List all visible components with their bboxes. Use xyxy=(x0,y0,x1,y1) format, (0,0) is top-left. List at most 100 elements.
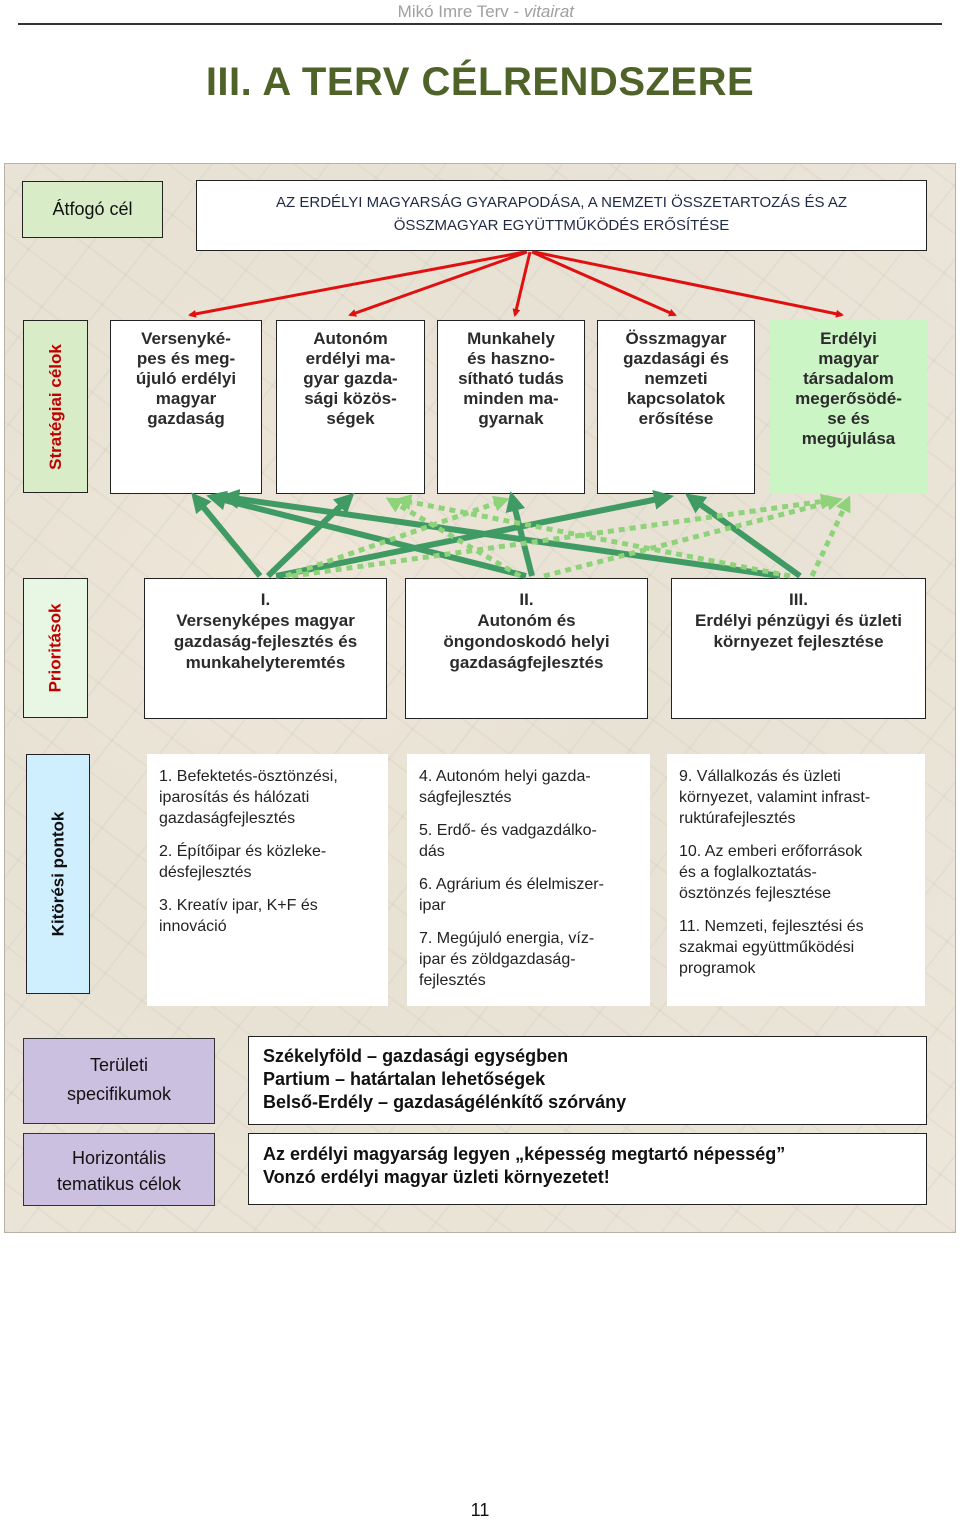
priority-line: öngondoskodó helyi xyxy=(443,632,610,651)
strategic-goal-line: megerősödé- xyxy=(795,389,902,408)
green-arrow-1 xyxy=(191,492,263,578)
strategic-goal-line: sítható tudás xyxy=(458,369,564,388)
breakout-item-line: ruktúrafejlesztés xyxy=(679,810,796,827)
breakout-item-line: 6. Agrárium és élelmiszer- xyxy=(419,876,604,893)
teruleti-dash: – xyxy=(362,1046,383,1066)
breakout-item-line: 3. Kreatív ipar, K+F és xyxy=(159,897,318,914)
breakout-item: 10. Az emberi erőforrások és a foglalkozt… xyxy=(679,841,913,904)
teruleti-region: Székelyföld xyxy=(263,1046,363,1066)
breakout-item-line: ságfejlesztés xyxy=(419,789,512,806)
teruleti-description: gazdaságélénkítő szórvány xyxy=(393,1092,627,1112)
breakout-item-line: 9. Vállalkozás és üzleti xyxy=(679,768,841,785)
breakout-item: 1. Befektetés-ösztönzési, iparosítás és h… xyxy=(159,766,376,829)
strategic-goal-line: erősítése xyxy=(638,409,714,428)
dashed-arrow-4 xyxy=(385,497,522,579)
strategic-goal-line: sági közös- xyxy=(304,389,397,408)
horizontalis-label-1: Horizontális xyxy=(71,1148,167,1168)
strategic-goal-line: Munkahely xyxy=(467,329,555,348)
teruleti-line-3: Belső-Erdély – gazdaságélénkítő szórvány xyxy=(263,1091,912,1114)
breakout-item-line: 5. Erdő- és vadgazdálko- xyxy=(419,822,597,839)
dashed-arrow-2 xyxy=(291,493,837,579)
strategic-goal-line: gazdasági és xyxy=(623,349,729,368)
breakout-item-line: 11. Nemzeti, fejlesztési és xyxy=(679,918,864,935)
strategic-goal-line: gazdaság xyxy=(147,409,225,428)
priority-line: munkahelyteremtés xyxy=(185,653,346,672)
red-arrow-2 xyxy=(348,250,528,317)
breakout-item-line: és a foglalkoztatás- xyxy=(679,864,817,881)
priority-line: környezet fejlesztése xyxy=(713,632,884,651)
green-arrow-3 xyxy=(275,489,674,579)
horizontalis-label-box: Horizontális tematikus célok xyxy=(23,1133,215,1206)
breakout-item-line: ipar és zöldgazdaság- xyxy=(419,951,576,968)
strategiai-label-box: Stratégiai célok xyxy=(23,320,88,493)
breakout-item-line: iparosítás és hálózati xyxy=(159,789,310,806)
atfogo-goal-box: AZ ERDÉLYI MAGYARSÁG GYARAPODÁSA, A NEMZ… xyxy=(196,180,927,251)
teruleti-line-1: Székelyföld – gazdasági egységben xyxy=(263,1045,912,1068)
breakout-item-line: 7. Megújuló energia, víz- xyxy=(419,930,595,947)
strategic-goal-line: gyarnak xyxy=(478,409,544,428)
red-arrow-4 xyxy=(531,250,677,317)
green-arrow-4 xyxy=(206,490,527,579)
strategic-goal-line: gyar gazda- xyxy=(303,369,398,388)
breakout-item-line: környezet, valamint infrast- xyxy=(679,789,871,806)
teruleti-label-2: specifikumok xyxy=(66,1084,172,1104)
strategic-goal-line: ségek xyxy=(326,409,375,428)
dashed-arrow-1 xyxy=(285,496,510,579)
horizontalis-content-box: Az erdélyi magyarság legyen „képesség me… xyxy=(248,1133,927,1205)
atfogo-label: Átfogó cél xyxy=(52,199,133,219)
strategic-goal-line: Erdélyi xyxy=(820,329,877,348)
strategic-goal-line: erdélyi ma- xyxy=(305,349,396,368)
dashed-arrow-3 xyxy=(543,495,843,579)
teruleti-description: gazdasági egységben xyxy=(382,1046,569,1066)
page-number: 11 xyxy=(470,1500,490,1520)
breakout-item: 2. Építőipar és közleke-désfejlesztés xyxy=(159,841,376,883)
red-arrow-1 xyxy=(188,250,526,318)
breakout-item-line: 1. Befektetés-ösztönzési, xyxy=(159,768,338,785)
breakout-item-line: programok xyxy=(679,960,756,977)
breakout-item-line: szakmai együttműködési xyxy=(679,939,855,956)
red-arrows xyxy=(188,250,844,318)
priority-line: Versenyképes magyar xyxy=(176,611,355,630)
dashed-arrows xyxy=(285,493,851,579)
strategic-goal-line: nemzeti xyxy=(644,369,708,388)
teruleti-dash: – xyxy=(330,1069,351,1089)
strategic-goal-line: magyar xyxy=(818,349,879,368)
kitoresi-label-box: Kitörési pontok xyxy=(26,754,90,994)
breakout-item: 9. Vállalkozás és üzleti környezet, valam… xyxy=(679,766,913,829)
teruleti-region: Belső-Erdély xyxy=(263,1092,374,1112)
horizontalis-label-2: tematikus célok xyxy=(56,1174,182,1194)
running-header: Mikó Imre Terv - vitairat xyxy=(398,2,574,22)
breakout-item: 11. Nemzeti, fejlesztési és szakmai együt… xyxy=(679,916,913,979)
priority-number: II. xyxy=(519,590,534,609)
strategic-goal-line: minden ma- xyxy=(463,389,559,408)
green-arrow-7 xyxy=(685,493,802,579)
header-author-italic: vitairat xyxy=(523,2,574,21)
teruleti-region: Partium xyxy=(263,1069,331,1089)
strategic-goal-line: Autonóm xyxy=(313,329,388,348)
strategic-goal-line: Versenyké- xyxy=(141,329,231,348)
atfogo-line-2: ÖSSZMAGYAR EGYÜTTMŰKÖDÉS ERŐSÍTÉSE xyxy=(393,217,730,234)
atfogo-label-box: Átfogó cél xyxy=(22,181,163,238)
breakout-item-line: désfejlesztés xyxy=(159,864,252,881)
strategic-goal-line: Összmagyar xyxy=(625,329,727,348)
breakout-item-line: 2. Építőipar és közleke- xyxy=(159,843,327,860)
header-rule xyxy=(18,23,942,25)
horizontalis-line-1: Az erdélyi magyarság legyen „képesség me… xyxy=(263,1144,786,1164)
strategic-goal-line: kapcsolatok xyxy=(626,389,726,408)
teruleti-description: határtalan lehetőségek xyxy=(350,1069,546,1089)
priority-number: I. xyxy=(260,590,271,609)
breakout-item-line: 10. Az emberi erőforrások xyxy=(679,843,863,860)
breakout-item: 7. Megújuló energia, víz-ipar és zöldgaz… xyxy=(419,928,638,991)
horizontalis-line-2: Vonzó erdélyi magyar üzleti környezetet! xyxy=(263,1167,610,1187)
green-arrow-6 xyxy=(219,489,781,579)
